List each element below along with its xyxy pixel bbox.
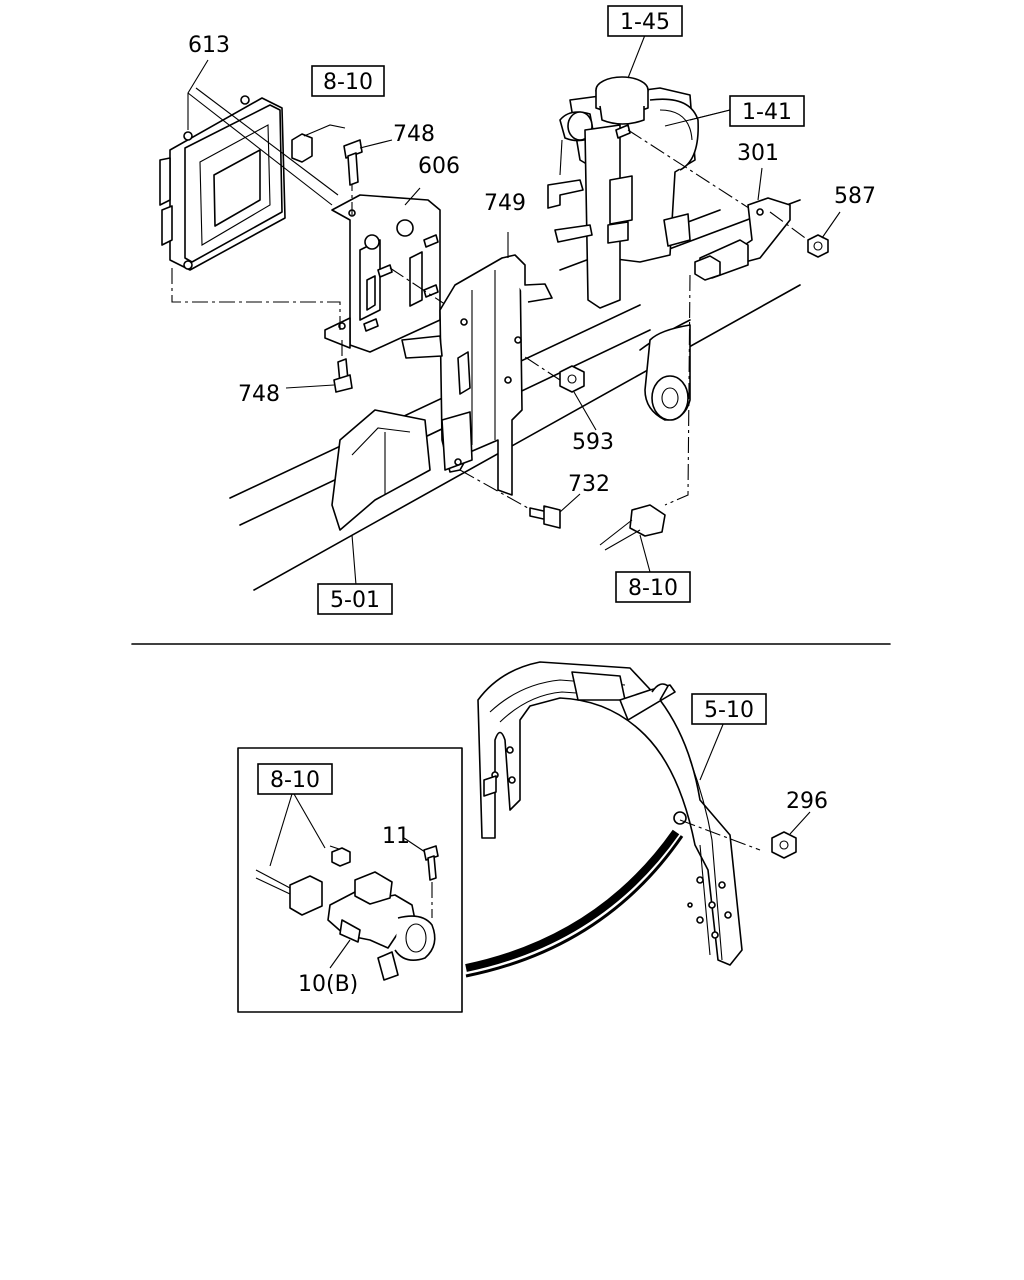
leader-5-10 <box>699 721 725 781</box>
callout-748-bottom: 748 <box>238 382 280 407</box>
bracket-301 <box>694 167 809 281</box>
leader-606 <box>404 187 421 206</box>
callout-587: 587 <box>834 184 876 209</box>
ref-box-1-41: 1-41 <box>729 95 805 127</box>
svg-text:1-41: 1-41 <box>742 100 792 125</box>
leader-1-41 <box>664 109 731 127</box>
bolt-748-bottom <box>285 358 353 393</box>
nut-296 <box>771 811 811 859</box>
control-unit <box>159 95 286 271</box>
svg-text:8-10: 8-10 <box>628 576 678 601</box>
ref-box-5-10: 5-10 <box>691 693 767 725</box>
nut-593 <box>559 365 597 431</box>
bolt-748-top <box>343 139 393 186</box>
callout-10b: 10(B) <box>298 972 358 997</box>
ref-box-1-45: 1-45 <box>607 5 683 37</box>
ref-box-8-10-top: 8-10 <box>311 65 385 97</box>
frame-arch <box>477 661 761 966</box>
bracket-749 <box>401 232 553 496</box>
nut-587 <box>807 211 841 258</box>
svg-text:1-45: 1-45 <box>620 10 670 35</box>
ref-box-8-10-inset: 8-10 <box>257 763 333 795</box>
reservoir-tank <box>547 76 699 309</box>
callout-296: 296 <box>786 789 828 814</box>
callout-748-top: 748 <box>393 122 435 147</box>
leader-613 <box>187 59 339 206</box>
svg-text:5-10: 5-10 <box>704 698 754 723</box>
callout-11: 11 <box>382 824 410 849</box>
svg-text:8-10: 8-10 <box>270 768 320 793</box>
frame-gusset-plate <box>331 409 431 531</box>
leader-1-45 <box>627 34 646 79</box>
bolt-732 <box>459 469 581 529</box>
harness-connector-top <box>291 124 346 163</box>
callout-606: 606 <box>418 154 460 179</box>
ref-box-8-10-mid: 8-10 <box>615 571 691 603</box>
callout-613: 613 <box>188 33 230 58</box>
frame-cross-member <box>644 324 691 421</box>
stud-on-tank <box>615 124 756 213</box>
leader-5-01 <box>351 534 357 586</box>
callout-732: 732 <box>568 472 610 497</box>
ref-box-5-01: 5-01 <box>317 583 393 615</box>
stud-bolts <box>363 234 439 332</box>
detail-pointer <box>465 829 684 978</box>
inset-sensor <box>327 871 436 981</box>
svg-text:8-10: 8-10 <box>323 70 373 95</box>
callout-749: 749 <box>484 191 526 216</box>
callout-593: 593 <box>572 430 614 455</box>
inset-harness <box>255 793 351 916</box>
callout-301: 301 <box>737 141 779 166</box>
harness-line-mid <box>599 274 691 573</box>
svg-text:5-01: 5-01 <box>330 588 380 613</box>
inset-bolt-11 <box>403 837 439 918</box>
